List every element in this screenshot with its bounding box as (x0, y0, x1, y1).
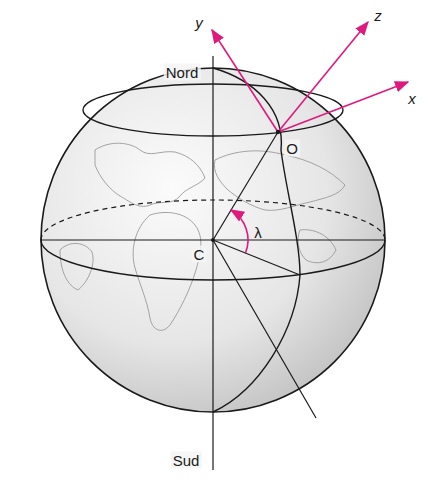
pole-label: Sud (171, 452, 202, 469)
angle-label: λ (252, 224, 264, 241)
polar-axis (212, 56, 213, 470)
z-axis-arrow (278, 22, 368, 132)
point-label: O (284, 140, 300, 157)
axis-label: x (406, 90, 418, 107)
y-axis-arrow (212, 30, 278, 132)
radius-co (213, 132, 278, 240)
origin-point (276, 130, 280, 134)
axis-label: z (372, 7, 384, 24)
axis-label: y (193, 14, 205, 31)
pole-label: Nord (164, 64, 201, 81)
equatorial-radius (213, 240, 300, 275)
latitude-arc (231, 210, 248, 253)
point-label: C (192, 246, 207, 263)
continent-outlines (60, 143, 345, 330)
radius-extension (213, 240, 316, 418)
center-point (211, 238, 215, 242)
